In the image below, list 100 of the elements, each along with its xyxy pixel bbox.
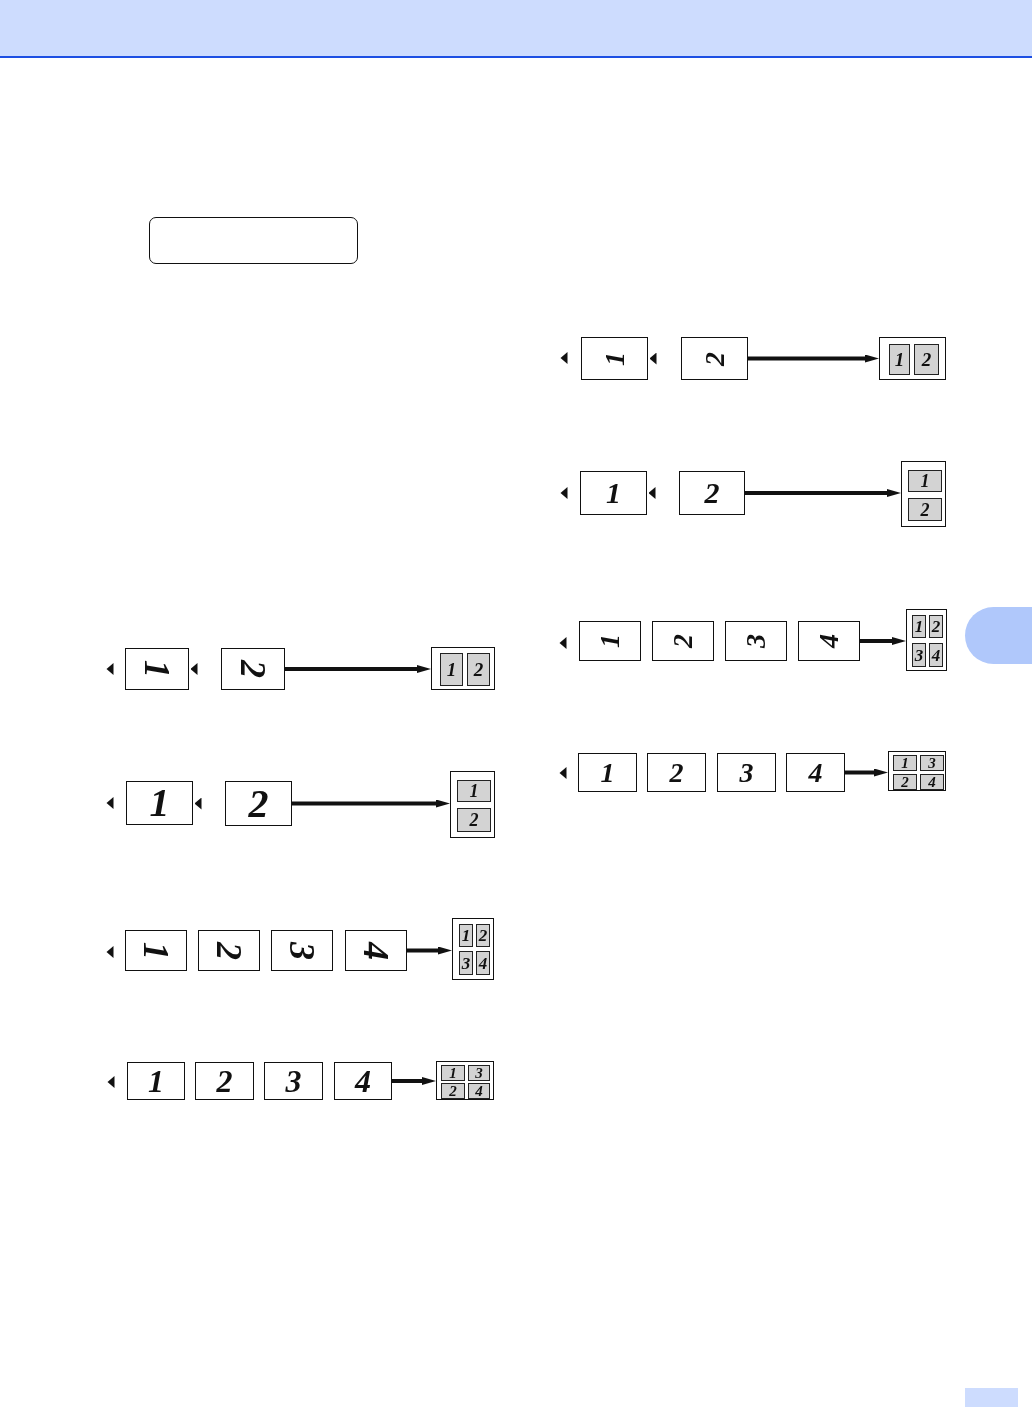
page-number: 2 bbox=[901, 774, 909, 790]
original-page bbox=[579, 621, 641, 661]
page-thumbnail bbox=[457, 780, 491, 802]
arrow bbox=[745, 489, 901, 497]
page-number: 2 bbox=[473, 660, 484, 679]
page-number: 4 bbox=[355, 1065, 371, 1097]
arrow bbox=[748, 354, 879, 363]
page-thumbnail bbox=[468, 1083, 490, 1099]
original-page bbox=[271, 930, 333, 971]
page-number: 1 bbox=[461, 927, 471, 944]
copy-sheet bbox=[888, 751, 946, 791]
page-number: 2 bbox=[216, 1065, 233, 1097]
arrow bbox=[285, 665, 431, 673]
page-number: 1 bbox=[446, 660, 457, 679]
original-page bbox=[580, 471, 647, 515]
page-thumbnail bbox=[441, 1083, 465, 1099]
original-page bbox=[334, 1062, 392, 1100]
original-page bbox=[225, 781, 292, 826]
page-number: 1 bbox=[920, 472, 930, 490]
copy-sheet bbox=[879, 337, 946, 380]
page-number: 2 bbox=[931, 618, 941, 635]
original-page bbox=[198, 930, 260, 971]
page-thumbnail bbox=[440, 653, 463, 686]
page-number: 3 bbox=[914, 646, 924, 664]
page-number: 4 bbox=[815, 634, 843, 648]
page-number: 4 bbox=[928, 774, 936, 790]
arrow bbox=[392, 1077, 436, 1085]
page-thumbnail bbox=[908, 470, 942, 492]
page-number: 2 bbox=[700, 351, 729, 366]
page-number: 1 bbox=[606, 478, 621, 508]
page-number: 1 bbox=[894, 350, 905, 369]
original-page bbox=[717, 753, 776, 792]
original-page bbox=[578, 753, 637, 792]
original-page bbox=[264, 1062, 323, 1100]
page-number: 3 bbox=[285, 1065, 302, 1097]
original-page bbox=[581, 337, 648, 380]
page-number: 1 bbox=[138, 941, 174, 960]
page-number: 1 bbox=[914, 618, 924, 635]
page-number: 1 bbox=[139, 660, 175, 678]
original-page bbox=[221, 648, 285, 690]
page-number: 1 bbox=[148, 1065, 164, 1097]
original-page bbox=[679, 471, 745, 515]
copy-sheet bbox=[431, 647, 495, 690]
page-number: 4 bbox=[475, 1083, 483, 1099]
original-page bbox=[681, 337, 748, 380]
page-number: 3 bbox=[928, 755, 936, 771]
page-thumbnail bbox=[441, 1065, 465, 1081]
page-thumbnail bbox=[467, 653, 490, 686]
page-number: 4 bbox=[478, 954, 488, 972]
lcd-display bbox=[149, 217, 358, 264]
page-number: 2 bbox=[469, 811, 479, 829]
copy-sheet bbox=[452, 918, 494, 980]
page-thumbnail bbox=[889, 344, 910, 375]
page-number: 2 bbox=[248, 783, 269, 824]
page-thumbnail bbox=[908, 498, 942, 521]
page-number: 3 bbox=[742, 634, 770, 648]
arrow bbox=[292, 799, 450, 808]
page-number: 2 bbox=[669, 758, 684, 787]
page-thumbnail bbox=[893, 774, 917, 790]
page-thumbnail bbox=[920, 774, 944, 790]
original-page bbox=[725, 621, 787, 661]
page-thumbnail bbox=[914, 344, 939, 375]
copy-sheet bbox=[436, 1061, 494, 1100]
arrow bbox=[407, 946, 452, 955]
page-number: 3 bbox=[739, 758, 754, 787]
original-page bbox=[647, 753, 706, 792]
page-number: 1 bbox=[149, 783, 170, 823]
page-number: 2 bbox=[211, 941, 247, 960]
page-number: 2 bbox=[669, 634, 697, 648]
page-number: 2 bbox=[704, 478, 720, 508]
page-number: 2 bbox=[921, 350, 932, 369]
original-page bbox=[125, 648, 189, 690]
page-thumbnail bbox=[920, 755, 944, 771]
original-page bbox=[125, 930, 187, 971]
copy-sheet bbox=[450, 771, 495, 838]
page-thumbnail bbox=[468, 1065, 490, 1081]
arrow bbox=[845, 768, 888, 777]
page-number: 4 bbox=[931, 646, 941, 664]
page-number: 2 bbox=[449, 1083, 457, 1099]
page-number: 2 bbox=[920, 500, 930, 519]
original-page bbox=[127, 1062, 185, 1100]
page-number: 1 bbox=[596, 634, 624, 648]
page-number: 3 bbox=[284, 941, 320, 960]
original-page bbox=[798, 621, 860, 661]
original-page bbox=[126, 781, 193, 825]
original-page bbox=[345, 930, 407, 971]
page-number: 4 bbox=[808, 758, 823, 787]
arrow bbox=[860, 637, 906, 645]
page-number: 1 bbox=[600, 351, 629, 366]
page-thumbnail bbox=[457, 808, 491, 832]
page-number: 1 bbox=[901, 755, 909, 771]
page-number: 1 bbox=[600, 758, 615, 787]
page-number: 2 bbox=[478, 927, 488, 944]
page-number: 1 bbox=[449, 1065, 457, 1081]
page-number: 4 bbox=[358, 941, 394, 960]
original-page bbox=[786, 753, 845, 792]
copy-sheet bbox=[901, 461, 946, 527]
page-thumbnail bbox=[893, 755, 917, 771]
original-page bbox=[652, 621, 714, 661]
page-number: 3 bbox=[475, 1065, 483, 1081]
